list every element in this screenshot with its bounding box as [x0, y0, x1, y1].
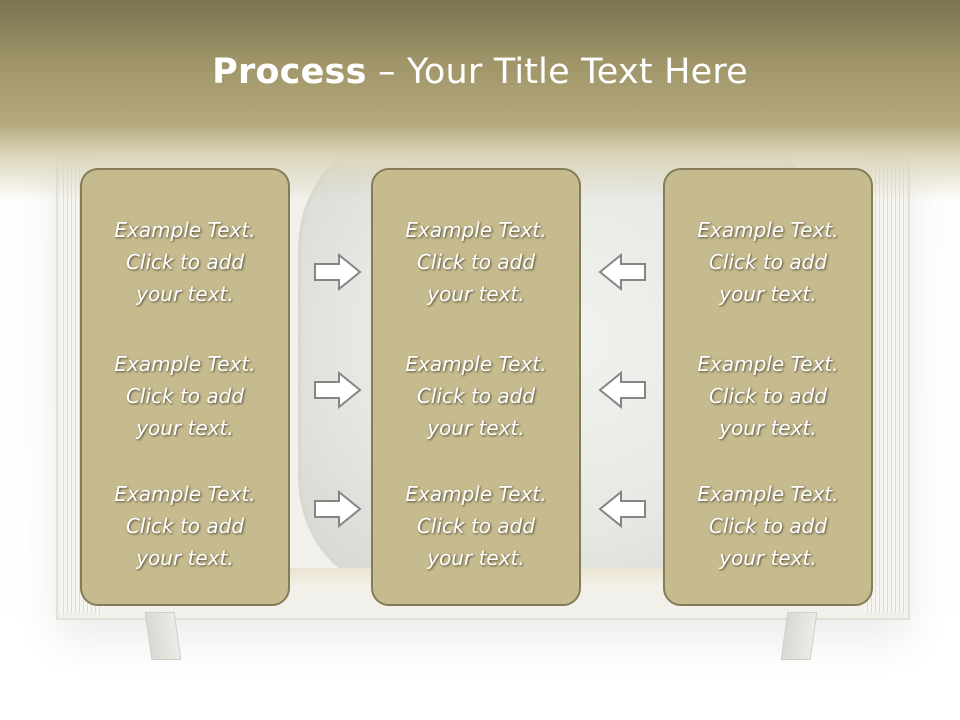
entry-line: your text. [719, 282, 817, 306]
text-entry[interactable]: Example Text. Click to add your text. [82, 214, 288, 310]
right-arrow-icon [313, 371, 363, 409]
entry-line: Click to add [416, 384, 536, 408]
text-box-left[interactable]: Example Text. Click to add your text. Ex… [80, 168, 290, 606]
entry-line: your text. [136, 546, 234, 570]
text-box-center[interactable]: Example Text. Click to add your text. Ex… [371, 168, 581, 606]
entry-line: Example Text. [697, 218, 839, 242]
text-entry[interactable]: Example Text. Click to add your text. [82, 478, 288, 574]
entry-line: Example Text. [405, 218, 547, 242]
text-entry[interactable]: Example Text. Click to add your text. [82, 348, 288, 444]
right-arrow-icon [313, 253, 363, 291]
text-entry[interactable]: Example Text. Click to add your text. [373, 348, 579, 444]
entry-line: Click to add [125, 514, 245, 538]
left-arrow-icon [597, 490, 647, 528]
text-entry[interactable]: Example Text. Click to add your text. [665, 348, 871, 444]
entry-line: Click to add [125, 250, 245, 274]
entry-line: Example Text. [697, 352, 839, 376]
text-entry[interactable]: Example Text. Click to add your text. [373, 478, 579, 574]
entry-line: Click to add [708, 384, 828, 408]
entry-line: Click to add [708, 514, 828, 538]
text-box-right[interactable]: Example Text. Click to add your text. Ex… [663, 168, 873, 606]
entry-line: your text. [427, 546, 525, 570]
entry-line: your text. [427, 416, 525, 440]
entry-line: your text. [136, 416, 234, 440]
entry-line: Example Text. [114, 482, 256, 506]
tv-leg-right [780, 612, 818, 660]
title-bold: Process [212, 52, 367, 92]
text-entry[interactable]: Example Text. Click to add your text. [665, 214, 871, 310]
entry-line: Click to add [708, 250, 828, 274]
header-band [0, 0, 960, 200]
left-arrow-icon [597, 253, 647, 291]
right-arrow-icon [313, 490, 363, 528]
entry-line: Click to add [416, 514, 536, 538]
entry-line: Click to add [416, 250, 536, 274]
slide-title[interactable]: Process – Your Title Text Here [0, 52, 960, 92]
entry-line: Example Text. [114, 352, 256, 376]
entry-line: your text. [427, 282, 525, 306]
title-rest: – Your Title Text Here [366, 52, 748, 92]
entry-line: your text. [719, 416, 817, 440]
entry-line: Click to add [125, 384, 245, 408]
entry-line: Example Text. [697, 482, 839, 506]
entry-line: Example Text. [405, 352, 547, 376]
entry-line: your text. [136, 282, 234, 306]
text-entry[interactable]: Example Text. Click to add your text. [665, 478, 871, 574]
left-arrow-icon [597, 371, 647, 409]
entry-line: Example Text. [114, 218, 256, 242]
entry-line: your text. [719, 546, 817, 570]
text-entry[interactable]: Example Text. Click to add your text. [373, 214, 579, 310]
entry-line: Example Text. [405, 482, 547, 506]
